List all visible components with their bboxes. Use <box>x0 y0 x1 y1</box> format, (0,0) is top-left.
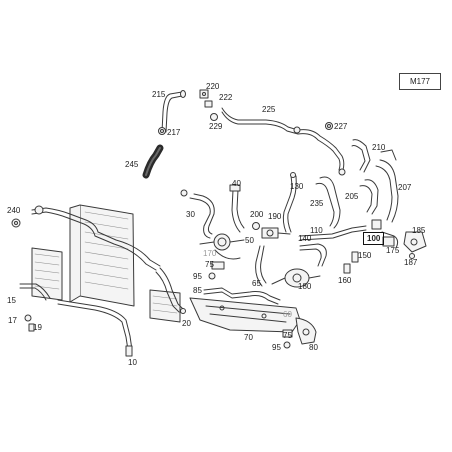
callout-100: 100 <box>363 232 385 245</box>
callout-85: 85 <box>193 286 202 295</box>
valve-190 <box>261 227 291 239</box>
bolt-95a <box>208 272 216 280</box>
pipe-110 <box>299 225 367 241</box>
fitting-75b <box>282 329 293 338</box>
hose-235 <box>315 176 341 229</box>
callout-222: 222 <box>219 93 233 102</box>
callout-235: 235 <box>310 199 324 208</box>
bolt-187 <box>409 253 415 259</box>
callout-200: 200 <box>250 210 264 219</box>
callout-20: 20 <box>182 319 191 328</box>
hose-40 <box>229 184 245 233</box>
fitting-200 <box>252 222 260 230</box>
hose-225 <box>221 107 346 176</box>
sensor-150 <box>351 251 359 263</box>
bracket-80 <box>295 317 317 345</box>
callout-205: 205 <box>345 192 359 201</box>
radiator-main <box>69 204 135 307</box>
callout-240: 240 <box>7 206 21 215</box>
callout-245: 245 <box>125 160 139 169</box>
hose-20 <box>155 267 186 314</box>
callout-185: 185 <box>412 226 426 235</box>
housing-185 <box>403 231 427 253</box>
callout-95-upper: 95 <box>193 272 202 281</box>
callout-75-lower: 75 <box>283 331 292 340</box>
callout-170: 170 <box>203 249 217 258</box>
fitting-85 <box>203 287 281 305</box>
fitting-222 <box>204 100 213 108</box>
clamp-227 <box>325 122 333 130</box>
callout-80: 80 <box>309 343 318 352</box>
fitting-17 <box>24 314 32 322</box>
radiator-aux <box>31 247 63 301</box>
bolt-95b <box>283 341 291 349</box>
clamp-229 <box>210 113 218 121</box>
sensor-160 <box>343 263 351 274</box>
callout-110: 110 <box>310 226 323 235</box>
hose-radiator-top <box>31 205 161 271</box>
hose-10 <box>57 299 133 357</box>
fitting-220 <box>199 89 209 99</box>
fitting-100 <box>371 219 382 230</box>
callout-225: 225 <box>262 105 276 114</box>
callout-175: 175 <box>386 246 400 255</box>
callout-65: 65 <box>252 279 261 288</box>
pipe-140 <box>299 243 327 267</box>
callout-10: 10 <box>128 358 137 367</box>
hose-210 <box>351 139 371 173</box>
callout-180: 180 <box>298 282 312 291</box>
callout-229: 229 <box>209 122 223 131</box>
fitting-240 <box>11 218 21 228</box>
callout-140: 140 <box>298 234 312 243</box>
plate-70 <box>189 297 301 333</box>
hose-130 <box>282 172 297 233</box>
hose-205 <box>359 179 379 215</box>
pump-180 <box>271 268 321 288</box>
callout-187: 187 <box>404 258 418 267</box>
callout-95-lower: 95 <box>272 343 281 352</box>
callout-60: 60 <box>283 310 292 319</box>
callout-75-upper: 75 <box>205 260 214 269</box>
clamp-217 <box>158 127 166 135</box>
hose-175 <box>381 231 399 249</box>
callout-227: 227 <box>334 122 348 131</box>
callout-220: 220 <box>206 82 220 91</box>
callout-70: 70 <box>244 333 253 342</box>
model-label: M177 <box>399 73 441 90</box>
hose-15 <box>19 283 51 301</box>
hose-50 <box>255 245 267 287</box>
callout-19: 19 <box>33 323 42 332</box>
hose-215 <box>161 90 186 133</box>
hose-30 <box>180 189 215 239</box>
callout-215: 215 <box>152 90 166 99</box>
callout-40: 40 <box>232 179 241 188</box>
bolt-19 <box>28 323 35 332</box>
callout-207: 207 <box>398 183 412 192</box>
callout-150: 150 <box>358 251 372 260</box>
callout-15: 15 <box>7 296 16 305</box>
callout-50: 50 <box>245 236 254 245</box>
callout-30: 30 <box>186 210 195 219</box>
callout-17: 17 <box>8 316 17 325</box>
hose-207 <box>375 149 399 223</box>
hose-245 <box>142 144 164 179</box>
radiator-small <box>149 289 181 323</box>
callout-160: 160 <box>338 276 352 285</box>
callout-210: 210 <box>372 143 386 152</box>
callout-217: 217 <box>167 128 181 137</box>
fitting-75a <box>211 261 225 270</box>
callout-190: 190 <box>268 212 282 221</box>
callout-130: 130 <box>290 182 304 191</box>
pump-170 <box>199 233 245 260</box>
